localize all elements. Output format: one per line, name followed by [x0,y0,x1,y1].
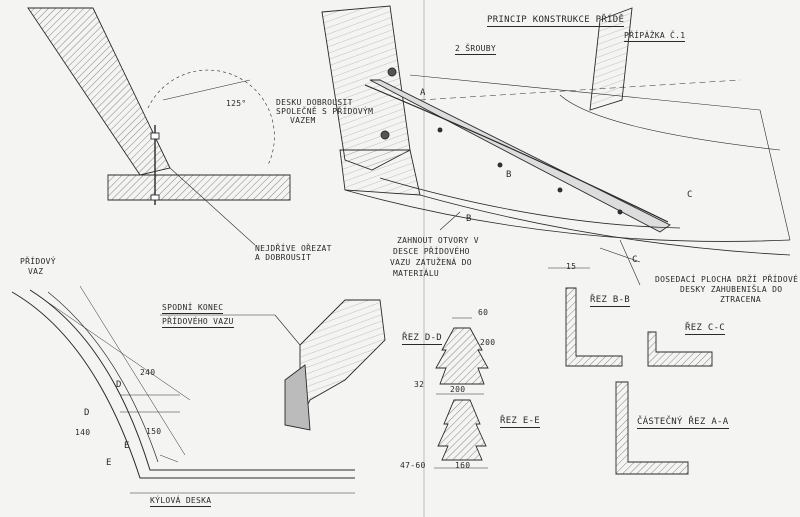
section-a-a [615,381,689,475]
dim-200-vertical: 200 [480,338,496,347]
nejdrive-note-line1: NEJDŘÍVE OŘEZAT [255,244,332,253]
bow-construction-3d [321,5,791,286]
rez-aa-label: ČÁSTEČNÝ ŘEZ A-A [637,417,729,429]
zahnout-note-line1: ZAHNOUT OTVORY V [397,236,479,245]
mark-d: D [116,380,122,390]
mark-c: C [687,190,693,200]
pripazka-label: PŘÍPÁŽKA Č.1 [624,31,686,42]
page-fold [423,0,425,517]
dim-200: 200 [450,385,466,394]
dosedaci-note-line1: DOSEDACÍ PLOCHA DRŽÍ PŘÍDOVÉ [655,275,799,284]
dim-150: 150 [146,427,162,436]
joint-detail-125 [27,7,291,246]
dim-60: 60 [478,308,489,317]
spodni-label-line1: SPODNÍ KONEC [162,303,224,314]
mark-d2: D [84,408,90,418]
dosedaci-note-line3: ZTRACENA [720,295,761,304]
dim-140: 140 [75,428,91,437]
section-d-d [435,317,489,395]
pridovy-label-line2: VAZ [28,267,44,276]
angle-label: 125° [226,99,247,108]
deska-note-line1: DESKU DOBROUSIT [276,98,353,107]
dim-240: 240 [140,368,156,377]
rez-ee-label: ŘEZ E-E [500,416,541,428]
rez-bb-label: ŘEZ B-B [590,295,631,307]
zahnout-note-line2: DESCE PŘÍDOVÉHO [393,247,470,256]
pridovy-label-line1: PŘÍDOVÝ [20,257,56,266]
rez-cc-label: ŘEZ C-C [685,323,726,335]
deska-note-line3: VAZEM [290,116,316,125]
mark-b2: B [466,214,472,224]
zahnout-note-line3: VAZU ZATUŽENÁ DO [390,258,472,267]
dosedaci-note-line2: DESKY ZAHUBENIŠLA DO [680,285,783,294]
deska-note-line2: SPOLEČNĚ S PŘÍDOVÝM [276,107,374,116]
dim-32: 32 [414,380,425,389]
kylova-label: KÝLOVÁ DESKA [150,496,212,507]
mark-e2: E [106,458,112,468]
section-b-b [548,267,623,367]
dim-160: 160 [455,461,471,470]
title-label: PRINCIP KONSTRUKCE PŘÍDĚ [487,15,625,27]
mark-b: B [506,170,512,180]
nejdrive-note-line2: A DOBROUSIT [255,253,312,262]
zahnout-note-line4: MATERIÁLU [393,269,440,278]
section-c-c [647,331,713,367]
mark-e: E [124,441,130,451]
mark-a: A [420,88,426,98]
rez-dd-label: ŘEZ D-D [402,333,443,345]
section-e-e [434,399,488,469]
dim-15: 15 [566,262,577,271]
spodni-label-line2: PŘÍDOVÉHO VAZU [162,317,234,328]
mark-c2: C [632,255,638,265]
screws-label: 2 ŠROUBY [455,44,496,55]
dim-47-60: 47-60 [400,461,426,470]
stem-lower-end-block [160,299,386,431]
bow-stem-drawing [11,285,355,494]
